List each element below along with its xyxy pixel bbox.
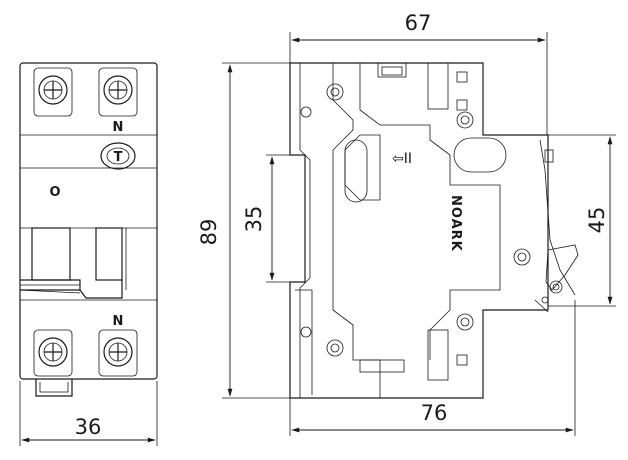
rivet-icon — [326, 83, 344, 101]
width-dimension: 36 — [75, 415, 102, 439]
screw-terminal-icon — [33, 67, 73, 117]
top-clip — [377, 62, 407, 78]
inner-plate-edge — [332, 63, 381, 398]
rail-latch — [295, 289, 313, 395]
screw-terminal-icon — [98, 329, 138, 377]
square-hole — [456, 354, 468, 366]
front-height-dimension: 45 — [585, 207, 609, 234]
height-dimension: 89 — [197, 219, 221, 246]
arrow-symbol: ⇦II — [392, 151, 412, 167]
bottom-depth-dimension: 76 — [421, 401, 448, 425]
terminal-label-top: N — [113, 120, 124, 135]
slot — [344, 134, 381, 201]
side-body-outline — [289, 62, 549, 399]
rail-edge — [299, 63, 311, 398]
top-depth-dimension: 67 — [405, 11, 432, 35]
rivet-icon — [300, 326, 312, 338]
din-clip — [39, 382, 69, 393]
din-clip — [35, 379, 73, 397]
top-clip — [381, 66, 403, 76]
rivet-icon — [300, 106, 312, 118]
rivet-icon — [456, 313, 474, 331]
screw-terminal-icon — [33, 329, 73, 377]
square-hole — [456, 99, 468, 111]
test-button-label: T — [114, 150, 123, 165]
toggle-handle — [19, 227, 157, 299]
terminal-label-bottom: N — [113, 314, 124, 329]
test-button-icon — [100, 142, 136, 170]
lever-mechanism — [534, 139, 579, 313]
front-body-outline — [19, 62, 158, 380]
indicator-label: O — [49, 185, 60, 200]
rivet-icon — [513, 248, 531, 266]
oval-window — [453, 137, 507, 173]
rivet-icon — [456, 111, 474, 129]
screw-terminal-icon — [98, 67, 138, 117]
oval-window — [344, 139, 368, 203]
square-hole — [456, 71, 468, 83]
front-view: N T O N — [19, 62, 158, 446]
bottom-clip — [359, 359, 405, 373]
side-view: 89 35 67 76 45 — [197, 11, 616, 436]
inner-plate-edge — [359, 63, 501, 360]
bottom-clip — [427, 329, 449, 381]
brand-logo: NOARK — [448, 195, 463, 252]
rivet-icon — [326, 339, 344, 357]
top-clip — [427, 62, 449, 110]
rail-dimension: 35 — [242, 206, 266, 233]
